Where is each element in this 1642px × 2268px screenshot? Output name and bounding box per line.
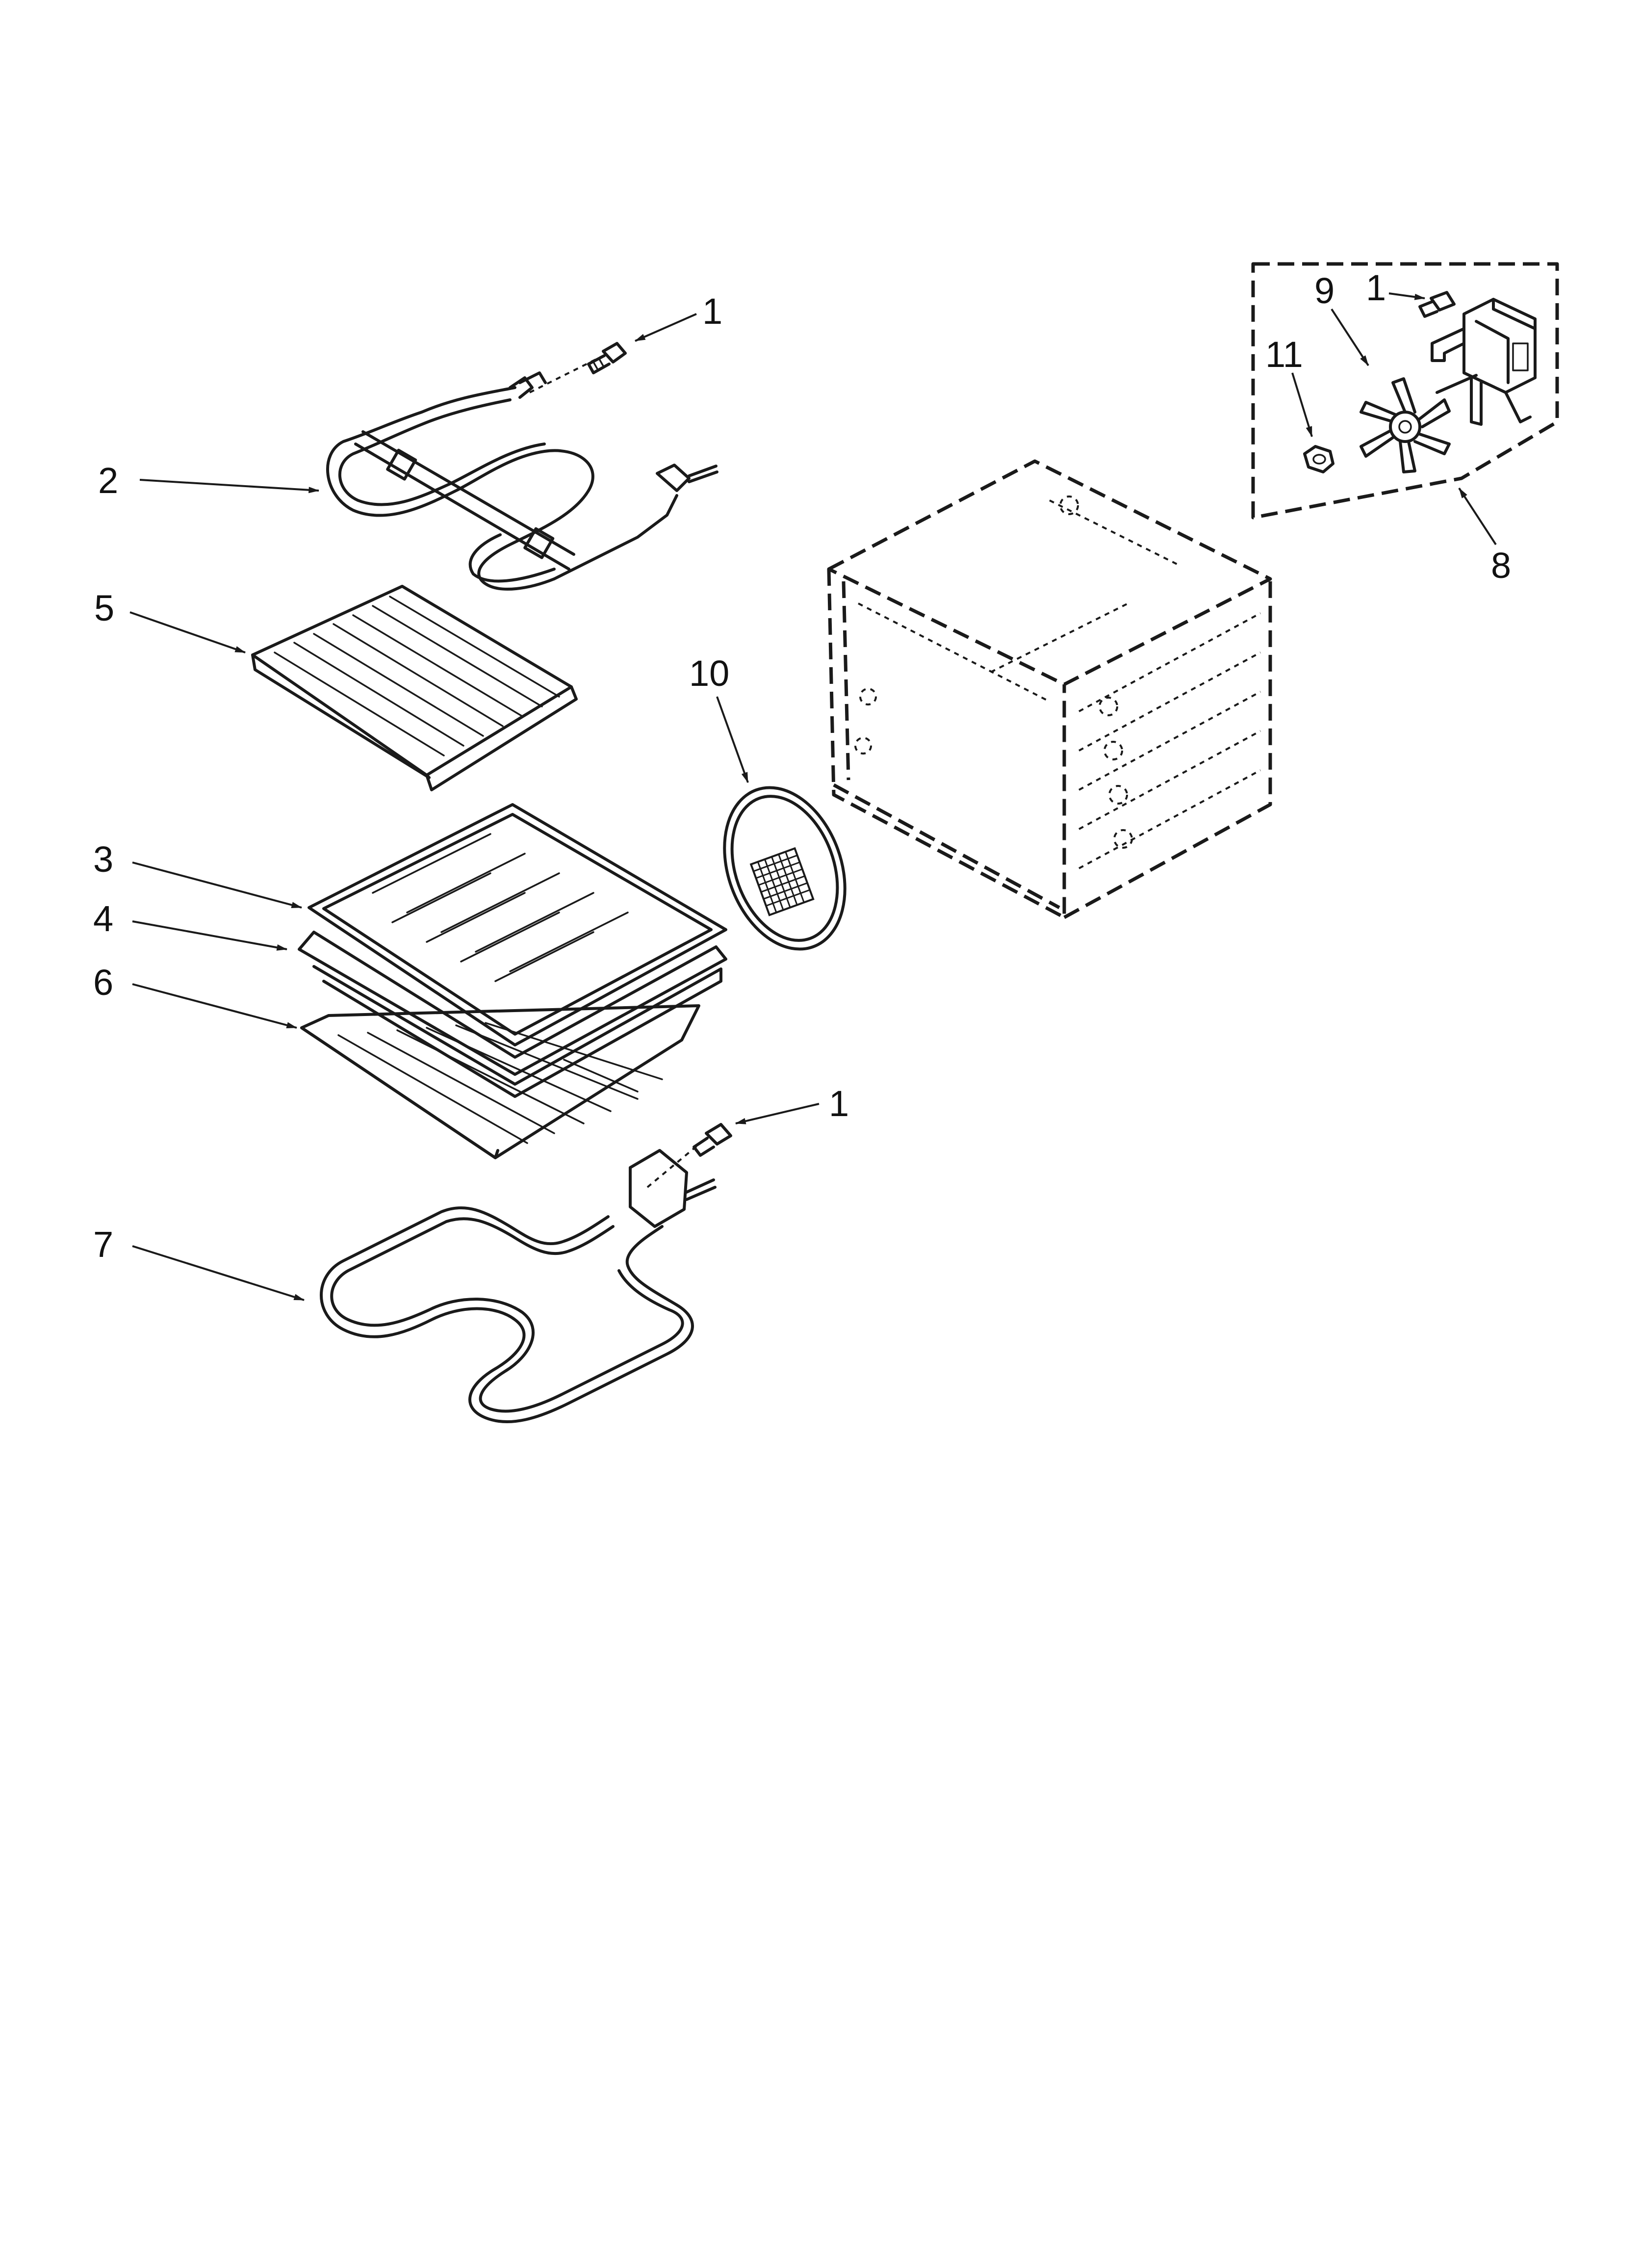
- leader-11: [1291, 372, 1313, 438]
- callout-3: 3: [93, 839, 113, 880]
- screw-top-icon: [529, 342, 627, 393]
- leader-3: [132, 861, 303, 909]
- leader-7: [132, 1245, 305, 1301]
- callout-9: 9: [1314, 270, 1334, 311]
- broil-element-icon: [326, 371, 718, 591]
- convection-fan-kit-box: [1251, 262, 1559, 520]
- screw-bottom-icon: [646, 1123, 732, 1188]
- fan-baffle-icon: [723, 786, 847, 951]
- fan-blade-icon: [1360, 377, 1451, 473]
- broiler-pan-insert-icon: [251, 585, 578, 791]
- bake-element-icon: [320, 1149, 717, 1424]
- leader-5: [129, 611, 246, 653]
- leader-lines: [129, 292, 1497, 1301]
- callout-4: 4: [93, 898, 113, 939]
- callout-1-top: 1: [702, 291, 722, 332]
- leader-1-kit: [1388, 292, 1426, 300]
- callout-10: 10: [689, 653, 729, 694]
- oven-rack-icon: [300, 1004, 700, 1159]
- callout-1-bottom: 1: [829, 1083, 849, 1124]
- callout-11: 11: [1265, 334, 1303, 375]
- callout-2: 2: [98, 460, 118, 501]
- callout-5: 5: [94, 588, 114, 628]
- callout-1-kit: 1: [1366, 267, 1386, 308]
- nut-icon: [1303, 445, 1334, 473]
- leader-8: [1458, 487, 1497, 546]
- fan-motor-icon: [1431, 298, 1537, 426]
- callout-8: 8: [1491, 545, 1511, 586]
- leader-4: [132, 920, 288, 951]
- oven-cavity-icon: [827, 459, 1272, 919]
- leader-1-bottom: [735, 1103, 820, 1124]
- broiler-pan-icon: [298, 803, 727, 1098]
- callout-7: 7: [93, 1224, 113, 1265]
- callout-labels: 1 2 5 10 3 4 6 1 7 9 1 11 8: [93, 267, 1511, 1265]
- screw-kit-icon: [1418, 291, 1456, 318]
- callout-6: 6: [93, 962, 113, 1003]
- leader-6: [132, 983, 298, 1029]
- leader-10: [716, 696, 749, 783]
- leader-1-top: [635, 313, 697, 342]
- leader-2: [139, 479, 320, 494]
- leader-9: [1331, 308, 1369, 366]
